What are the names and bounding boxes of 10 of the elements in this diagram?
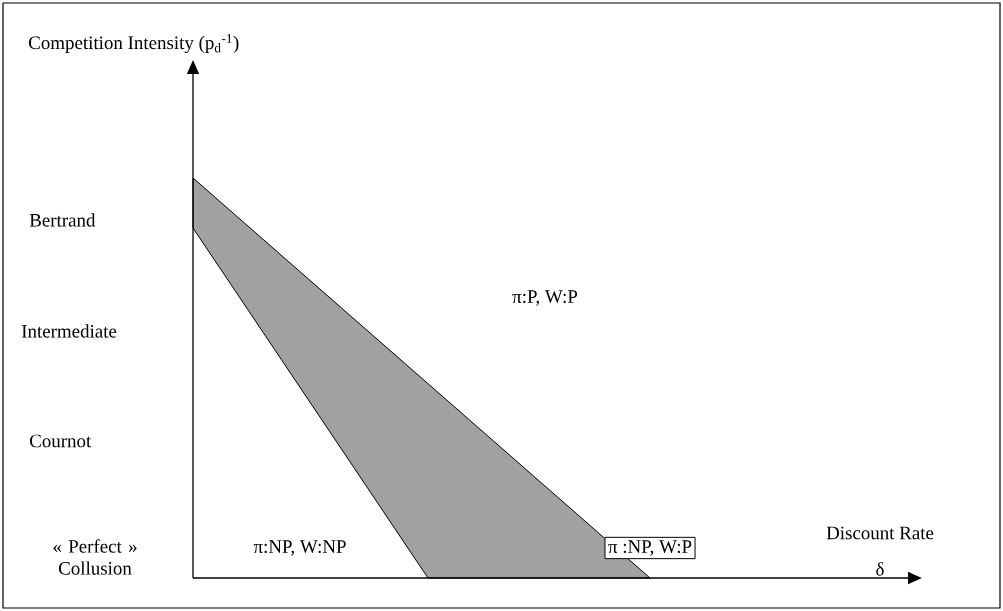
region-label: π:NP, W:NP [253,540,346,556]
region-label: π:P, W:P [512,290,578,306]
axis-label: Cournot [30,434,92,448]
axis-label: Discount Rate [826,526,934,540]
boxed-label: π :NP, W:P [604,536,696,560]
axis-label: Intermediate [21,324,117,338]
axis-label: « Perfect » Collusion [53,539,137,575]
axis-label: Bertrand [29,213,96,227]
axis-title: Competition Intensity (p$_{d}$$^{-1}$) [29,34,239,54]
axis-label: δ [876,562,884,576]
